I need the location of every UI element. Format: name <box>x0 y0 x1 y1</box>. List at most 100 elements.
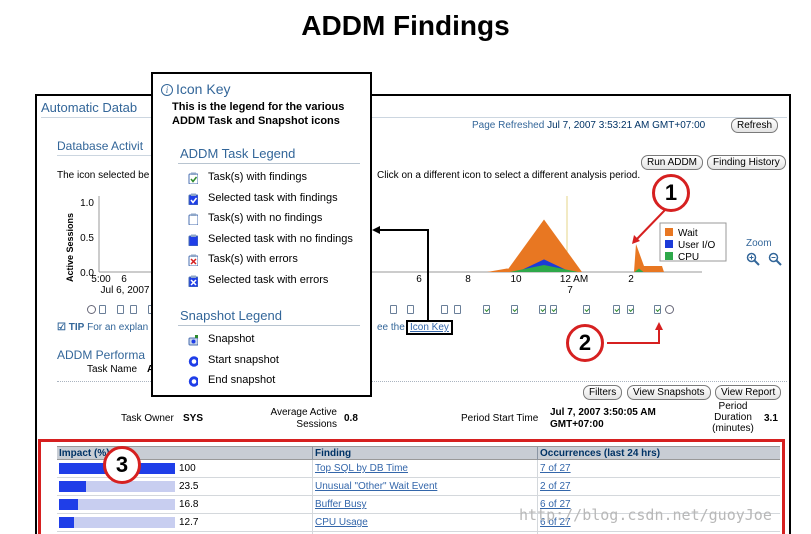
chart-ylabel: Active Sessions <box>65 213 75 282</box>
period-duration-label-2: Duration <box>714 412 752 423</box>
legend-item-label: Task(s) with no findings <box>208 212 323 225</box>
impact-bar <box>59 499 79 510</box>
addm-section-title: ADDM Performa <box>57 348 146 362</box>
area-wait <box>634 244 664 272</box>
impact-value: 23.5 <box>179 481 199 492</box>
task-findings-icon[interactable] <box>613 305 620 314</box>
snapshot-legend-title: Snapshot Legend <box>180 308 282 323</box>
task-findings-icon[interactable] <box>550 305 557 314</box>
snapshot-icon[interactable] <box>665 305 674 314</box>
legend-label: CPU <box>678 252 699 263</box>
selected-task-findings-icon <box>188 193 198 205</box>
col-impact[interactable]: Impact (%) <box>59 448 110 459</box>
view-report-button[interactable]: View Report <box>715 385 782 400</box>
task-no-findings-icon[interactable] <box>390 305 397 314</box>
task-findings-icon[interactable] <box>511 305 518 314</box>
activity-section-divider <box>57 155 157 156</box>
x-tick-label: 8 <box>465 274 471 285</box>
y-tick-label: 0.5 <box>80 233 94 244</box>
legend-item-label: Start snapshot <box>208 353 279 366</box>
callout-2-arrowhead <box>655 322 663 330</box>
task-findings-icon[interactable] <box>539 305 546 314</box>
task-no-findings-icon[interactable] <box>454 305 461 314</box>
icon-key-connector <box>378 229 429 322</box>
impact-value: 16.8 <box>179 499 199 510</box>
period-start-value-1: Jul 7, 2007 3:50:05 AM <box>550 407 656 418</box>
view-snapshots-button[interactable]: View Snapshots <box>627 385 711 400</box>
icon-key-link-box[interactable]: Icon Key <box>406 320 453 335</box>
finding-link[interactable]: Buffer Busy <box>315 499 367 510</box>
task-no-findings-icon[interactable] <box>99 305 106 314</box>
zoom-out-icon[interactable] <box>768 252 782 266</box>
task-no-findings-icon[interactable] <box>407 305 414 314</box>
finding-link[interactable]: CPU Usage <box>315 517 368 528</box>
tip-text-end: ee the <box>377 322 405 333</box>
task-findings-icon[interactable] <box>583 305 590 314</box>
x-sub-label: Jul 6, 2007 <box>101 285 150 296</box>
area-cpu <box>634 268 644 272</box>
col-occurrences[interactable]: Occurrences (last 24 hrs) <box>540 448 661 459</box>
task-findings-icon[interactable] <box>483 305 490 314</box>
legend-item-label: Selected task with findings <box>208 191 338 204</box>
period-start-label: Period Start Time <box>461 413 539 424</box>
selected-task-no-findings-icon <box>188 234 198 246</box>
snapshot-icon[interactable] <box>87 305 96 314</box>
period-duration-label-3: (minutes) <box>712 423 754 434</box>
avg-sessions-value: 0.8 <box>344 413 358 424</box>
page-title: ADDM Findings <box>301 10 510 41</box>
task-name-label: Task Name <box>87 364 138 375</box>
finding-history-button[interactable]: Finding History <box>707 155 786 170</box>
icon-key-description: This is the legend for the various ADDM … <box>172 101 345 127</box>
area-cpu <box>509 265 579 272</box>
snapshot-legend-divider <box>178 325 360 326</box>
legend-swatch <box>665 240 673 248</box>
occurrences-link[interactable]: 6 of 27 <box>540 499 571 510</box>
col-separator <box>537 447 538 461</box>
task-findings-icon[interactable] <box>654 305 661 314</box>
info-icon: i <box>161 84 173 96</box>
zoom-in-icon[interactable] <box>746 252 760 266</box>
callout-badge-1: 1 <box>652 174 690 212</box>
selected-task-errors-icon <box>188 275 198 287</box>
period-start-value: Jul 7, 2007 3:50:05 AM GMT+07:00 <box>550 407 656 431</box>
legend-label: User I/O <box>678 240 715 251</box>
col-finding[interactable]: Finding <box>315 448 352 459</box>
task-no-findings-icon[interactable] <box>441 305 448 314</box>
legend-item-label: Task(s) with errors <box>208 253 298 266</box>
x-tick-label: 10 <box>510 274 522 285</box>
icon-key-title-text: Icon Key <box>176 81 231 97</box>
task-findings-icon[interactable] <box>627 305 634 314</box>
impact-bar <box>59 517 74 528</box>
watermark: http://blog.csdn.net/guoyJoe <box>519 506 772 524</box>
icon-key-link[interactable]: Icon Key <box>410 322 449 333</box>
col-separator <box>537 460 538 534</box>
avg-sessions-label-2: Sessions <box>296 419 337 430</box>
findings-table-header: Impact (%) Finding Occurrences (last 24 … <box>57 446 780 461</box>
legend-item-label: Selected task with errors <box>208 274 329 286</box>
end-snapshot-icon <box>188 376 198 387</box>
avg-sessions-label-1: Average Active <box>270 407 337 418</box>
filters-button[interactable]: Filters <box>583 385 623 400</box>
impact-value: 100 <box>179 463 196 474</box>
task-owner-label: Task Owner <box>121 413 174 424</box>
finding-link[interactable]: Unusual "Other" Wait Event <box>315 481 438 492</box>
task-no-findings-icon[interactable] <box>130 305 137 314</box>
table-row: 23.5 Unusual "Other" Wait Event 2 of 27 <box>57 478 780 496</box>
col-separator <box>312 447 313 461</box>
tip-label: TIP <box>68 322 85 333</box>
col-separator <box>312 460 313 534</box>
legend-swatch <box>665 228 673 236</box>
callout-1-arrowhead <box>632 235 640 244</box>
task-findings-icon <box>188 172 198 184</box>
occurrences-link[interactable]: 6 of 27 <box>540 517 571 528</box>
refresh-button[interactable]: Refresh <box>731 118 779 133</box>
task-no-findings-icon[interactable] <box>117 305 124 314</box>
occurrences-link[interactable]: 2 of 27 <box>540 481 571 492</box>
run-addm-button[interactable]: Run ADDM <box>641 155 704 170</box>
task-errors-icon <box>188 254 198 267</box>
finding-link[interactable]: Top SQL by DB Time <box>315 463 408 474</box>
snapshot-icon <box>188 335 198 346</box>
occurrences-link[interactable]: 7 of 27 <box>540 463 571 474</box>
